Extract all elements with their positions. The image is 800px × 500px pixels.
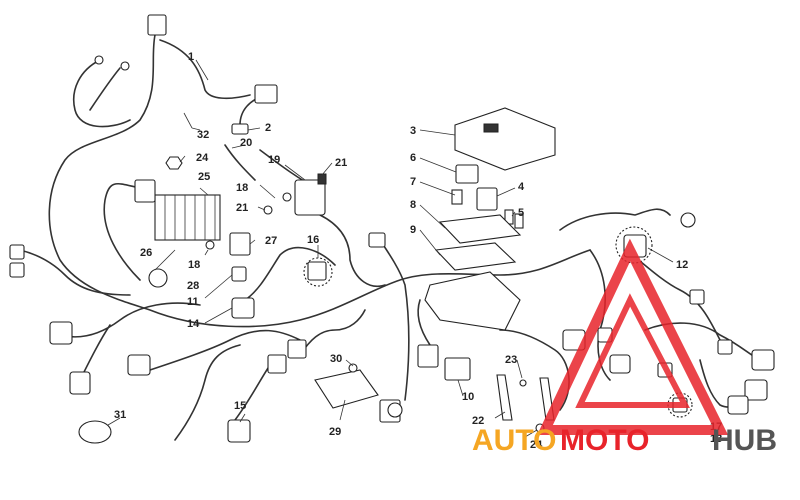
callout-21-left: 21 [236,202,248,214]
callout-10: 10 [462,391,474,403]
callout-31: 31 [114,409,126,421]
callout-24-top: 24 [196,152,209,164]
callout-27: 27 [265,235,277,247]
callout-32: 32 [197,129,209,141]
automotohub-watermark: AUTO MOTO HUB [472,238,777,457]
callout-labels: 1 2 32 20 24 19 21 25 18 21 27 16 26 18 … [114,51,722,451]
callout-8: 8 [410,199,416,211]
callout-25: 25 [198,171,210,183]
callout-5: 5 [518,207,524,219]
watermark-text-moto: MOTO [560,424,649,457]
watermark-text-hub: HUB [712,424,777,457]
callout-19: 19 [268,154,280,166]
parts [9,14,775,444]
callout-30: 30 [330,353,342,365]
callout-14: 14 [187,318,200,330]
callout-3: 3 [410,125,416,137]
callout-22: 22 [472,415,484,427]
callout-18-bottom: 18 [188,259,200,271]
watermark-triangle-outer [537,238,729,435]
callout-24-bottom: 24 [530,439,543,451]
callout-23: 23 [505,354,517,366]
callout-9: 9 [410,224,416,236]
callout-7: 7 [410,176,416,188]
callout-12: 12 [676,259,688,271]
callout-13: 13 [710,433,722,445]
watermark-triangle-inner [575,293,690,408]
callout-2: 2 [265,122,271,134]
callout-21-right: 21 [335,157,347,169]
callout-29: 29 [329,426,341,438]
callout-1: 1 [188,51,194,63]
callout-16: 16 [307,234,319,246]
leader-lines [107,59,674,438]
callout-4: 4 [518,181,525,193]
callout-20: 20 [240,137,252,149]
callout-18-top: 18 [236,182,248,194]
callout-6: 6 [410,152,416,164]
callout-15: 15 [234,400,246,412]
callout-26: 26 [140,247,152,259]
watermark-text-auto: AUTO [472,424,556,457]
callout-11: 11 [187,296,199,308]
callout-28: 28 [187,280,199,292]
